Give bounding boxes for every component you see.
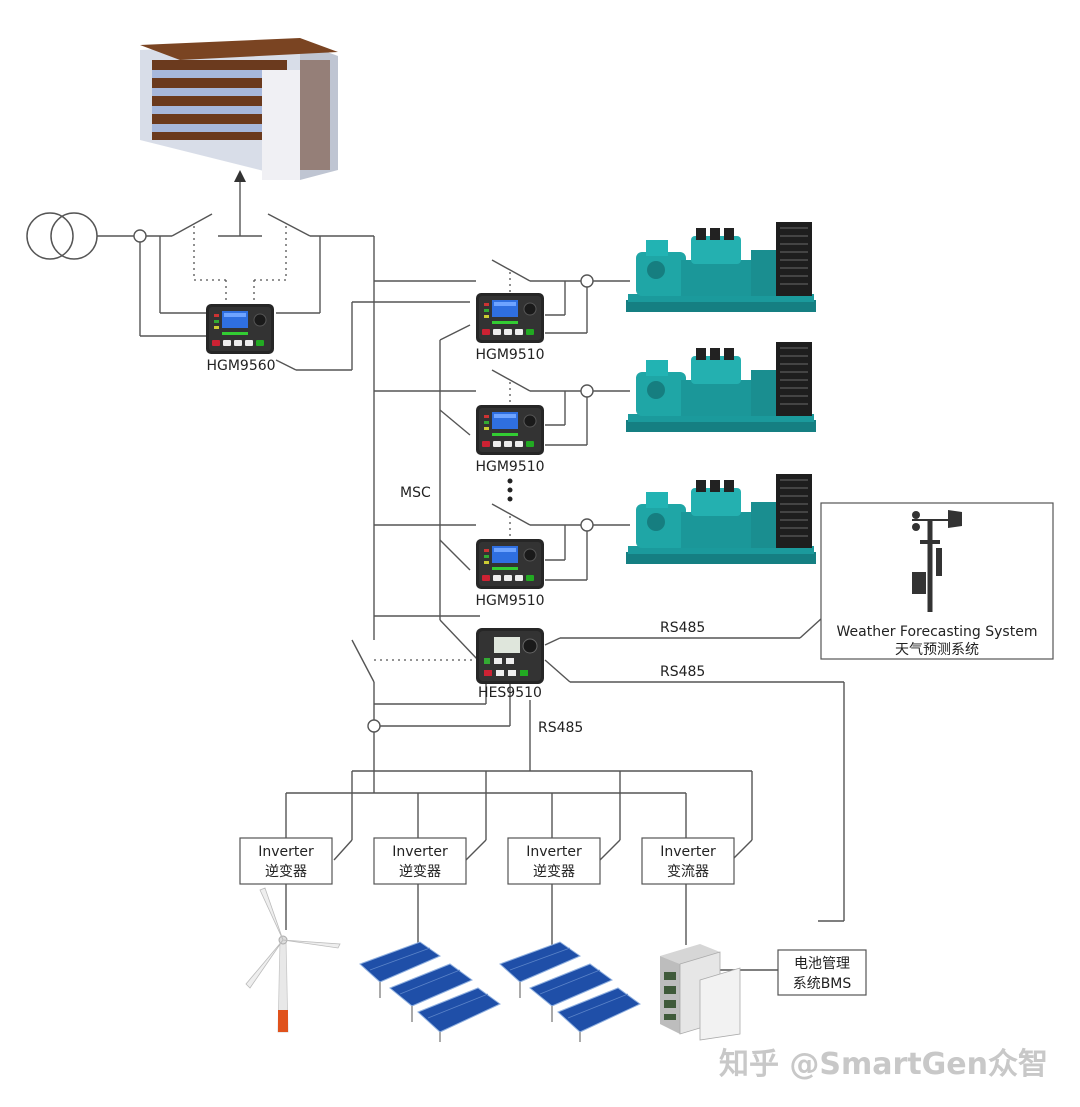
bms-line2: 系统BMS xyxy=(793,976,852,992)
inverter-box-1: Inverter 逆变器 xyxy=(239,837,333,885)
inverter-en-4: Inverter xyxy=(660,844,716,860)
hes9510-controller xyxy=(476,628,544,684)
hgm9560-label: HGM9560 xyxy=(206,358,275,374)
msc-label: MSC xyxy=(400,485,431,501)
hgm9510-controller-1 xyxy=(475,292,545,344)
weather-title-cn: 天气预测系统 xyxy=(895,642,979,658)
hes9510-label: HES9510 xyxy=(478,685,542,701)
battery-cabinet-icon xyxy=(660,944,741,1041)
wiring xyxy=(97,170,845,971)
diesel-genset-1 xyxy=(625,221,817,313)
diesel-genset-2 xyxy=(625,341,817,433)
watermark: 知乎 @SmartGen众智 xyxy=(719,1047,1048,1082)
hgm9510-label-3: HGM9510 xyxy=(475,593,544,609)
rs485-bus-label: RS485 xyxy=(538,720,583,736)
inverter-cn-2: 逆变器 xyxy=(399,864,441,880)
inverter-cn-4: 变流器 xyxy=(667,864,709,880)
inverter-cn-3: 逆变器 xyxy=(533,864,575,880)
hgm9510-label-1: HGM9510 xyxy=(475,347,544,363)
solar-panel-icon-1 xyxy=(359,941,501,1043)
bms-line1: 电池管理 xyxy=(794,956,850,972)
transformer-icon xyxy=(26,212,98,260)
inverter-en-2: Inverter xyxy=(392,844,448,860)
rs485-bms-label: RS485 xyxy=(660,664,705,680)
inverter-box-2: Inverter 逆变器 xyxy=(373,837,467,885)
hgm9510-controller-2 xyxy=(475,404,545,456)
hgm9560-controller xyxy=(205,303,275,355)
building-icon xyxy=(140,38,338,180)
inverter-box-4: Inverter 变流器 xyxy=(641,837,735,885)
hgm9510-controller-3 xyxy=(475,538,545,590)
inverter-en-3: Inverter xyxy=(526,844,582,860)
inverter-box-3: Inverter 逆变器 xyxy=(507,837,601,885)
weather-title-en: Weather Forecasting System xyxy=(837,624,1038,640)
weather-forecasting-box: Weather Forecasting System 天气预测系统 xyxy=(820,502,1054,660)
rs485-weather-label: RS485 xyxy=(660,620,705,636)
solar-panel-icon-2 xyxy=(499,941,641,1043)
inverter-cn-1: 逆变器 xyxy=(265,864,307,880)
bms-box: 电池管理 系统BMS xyxy=(777,949,867,996)
inverter-en-1: Inverter xyxy=(258,844,314,860)
weather-station-icon xyxy=(912,510,962,612)
diesel-genset-3 xyxy=(625,473,817,565)
wind-turbine-icon xyxy=(245,887,341,1033)
hgm9510-label-2: HGM9510 xyxy=(475,459,544,475)
